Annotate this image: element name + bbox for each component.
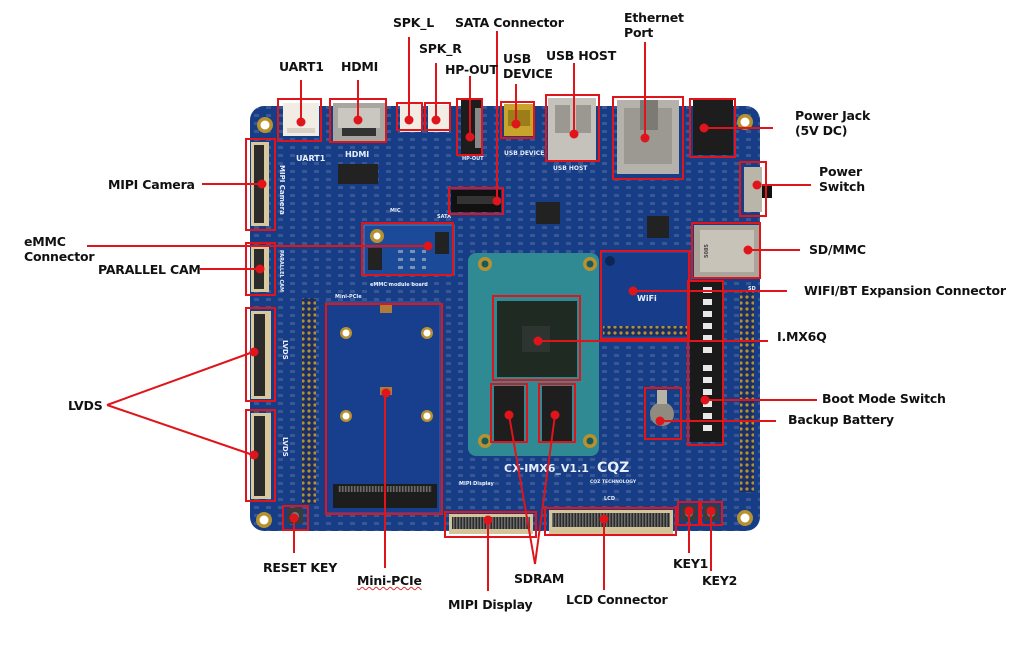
box-spk-r [424, 102, 451, 131]
label-hdmi: HDMI [341, 59, 379, 74]
boot-mode-dip-switch [690, 282, 722, 442]
silk-mipi-camera: MIPI Camera [278, 165, 286, 215]
label-power-jack: Power Jack (5V DC) [795, 108, 871, 138]
label-uart1: UART1 [279, 59, 324, 74]
leader-lines [87, 31, 817, 591]
box-uart1 [277, 98, 322, 142]
label-sdram: SDRAM [514, 571, 565, 586]
wifi-module-area: WiFi [600, 251, 692, 339]
annotation-dots [249, 115, 762, 525]
box-lvds-bottom [245, 409, 276, 502]
usb-host-port [548, 98, 596, 160]
brand-text: CQZ TECHNOLOGY [590, 479, 637, 485]
ethernet-port [617, 100, 679, 174]
box-reset-key [282, 505, 309, 531]
box-ethernet [612, 96, 684, 180]
box-usb-device [500, 101, 535, 139]
label-hp-out: HP-OUT [445, 62, 498, 77]
hdmi-ic [338, 164, 378, 184]
cpu-module [468, 253, 599, 456]
label-mipi-camera: MIPI Camera [108, 177, 195, 192]
label-backup-battery: Backup Battery [788, 412, 894, 427]
label-wifi-bt: WIFI/BT Expansion Connector [804, 283, 1006, 298]
lcd-connector [549, 510, 673, 534]
lvds-connector-top [251, 311, 271, 399]
label-imx6q: I.MX6Q [777, 329, 827, 344]
mini-pcie-slot [325, 301, 441, 514]
label-sata: SATA Connector [455, 15, 564, 30]
emmc-module-board [363, 224, 455, 276]
box-emmc [361, 222, 454, 276]
silk-mini-pcie: Mini-PCIe [335, 294, 362, 300]
eth-phy-ic [647, 216, 669, 238]
label-mipi-display: MIPI Display [448, 597, 533, 612]
label-ethernet: Ethernet Port [624, 10, 684, 40]
label-key1: KEY1 [673, 556, 709, 571]
silk-emmc-board: eMMC module board [370, 282, 428, 288]
silk-usb-host: USB HOST [553, 165, 588, 172]
silk-parallel-cam: PARALLEL CAM [278, 250, 284, 292]
label-lcd-connector: LCD Connector [566, 592, 668, 607]
box-sdram-2 [538, 383, 576, 443]
lvds-connector-bottom [251, 413, 271, 499]
label-sd-mmc: SD/MMC [809, 242, 866, 257]
box-sdram-1 [490, 383, 528, 443]
silk-uart1: UART1 [296, 154, 326, 163]
label-emmc: eMMC Connector [24, 234, 95, 264]
label-key2: KEY2 [702, 573, 738, 588]
box-boot-mode [687, 280, 724, 446]
label-boot-mode: Boot Mode Switch [822, 391, 946, 406]
silk-sd-code: 5085 [704, 244, 710, 258]
mounting-holes [256, 114, 753, 528]
box-usb-host [545, 94, 600, 162]
label-lvds: LVDS [68, 398, 103, 413]
usb-device-port [504, 104, 534, 136]
silk-hdmi: HDMI [345, 150, 369, 159]
label-spk-l: SPK_L [393, 15, 435, 30]
hp-out-jack [461, 100, 482, 155]
label-parallel-cam: PARALLEL CAM [98, 262, 201, 277]
label-mini-pcie: Mini-PCIe [357, 573, 422, 588]
box-imx6q [492, 295, 581, 381]
label-power-switch: Power Switch [819, 164, 865, 194]
silk-board-title: CX-IMX6_V1.1 [504, 462, 589, 475]
label-usb-host: USB HOST [546, 48, 617, 63]
brand-logo: CQZ [597, 460, 629, 476]
silk-lvds-bottom: LVDS [281, 437, 289, 457]
box-backup-battery [644, 387, 682, 440]
silk-mipi-display: MIPI Display [459, 481, 494, 487]
box-sata [448, 187, 504, 215]
label-spk-r: SPK_R [419, 41, 462, 56]
silk-lcd: LCD [604, 496, 615, 502]
box-lcd [544, 507, 677, 536]
label-usb-device: USB DEVICE [503, 51, 553, 81]
power-switch [744, 167, 772, 212]
gpio-header-left [302, 298, 316, 504]
wifi-silkscreen: WiFi [637, 294, 657, 303]
silk-hp-out: HP-OUT [462, 156, 484, 162]
silk-mic: MIC [390, 208, 401, 214]
silk-lvds-top: LVDS [281, 340, 289, 360]
silk-usb-device: USB DEVICE [504, 150, 544, 157]
box-power-switch [739, 161, 767, 217]
usb-hub-ic [536, 202, 560, 224]
sata-port [451, 190, 501, 212]
silk-sd: SD [748, 286, 756, 292]
silk-sata: SATA [437, 214, 451, 220]
gpio-header-right [740, 292, 754, 492]
box-mipi-display [444, 511, 537, 538]
label-reset-key: RESET KEY [263, 560, 338, 575]
